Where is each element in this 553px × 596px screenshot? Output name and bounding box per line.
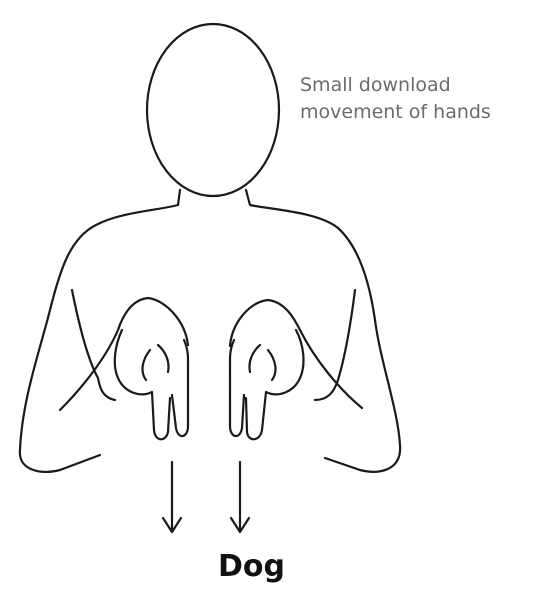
right-arm-inner	[315, 290, 355, 400]
head-outline	[147, 24, 279, 196]
right-forearm	[230, 300, 362, 408]
left-hand	[115, 330, 188, 439]
annotation-line-2: movement of hands	[300, 99, 550, 126]
annotation-line-1: Small download	[300, 72, 550, 99]
body-outline-right	[246, 190, 400, 472]
sign-caption: Dog	[0, 548, 553, 586]
body-outline-left	[20, 190, 180, 472]
arrow-down-icon	[231, 462, 249, 532]
movement-annotation: Small download movement of hands	[300, 72, 550, 126]
arrow-down-icon	[163, 462, 181, 532]
left-forearm	[60, 298, 188, 410]
left-arm-inner	[72, 290, 115, 400]
right-hand	[230, 330, 303, 439]
